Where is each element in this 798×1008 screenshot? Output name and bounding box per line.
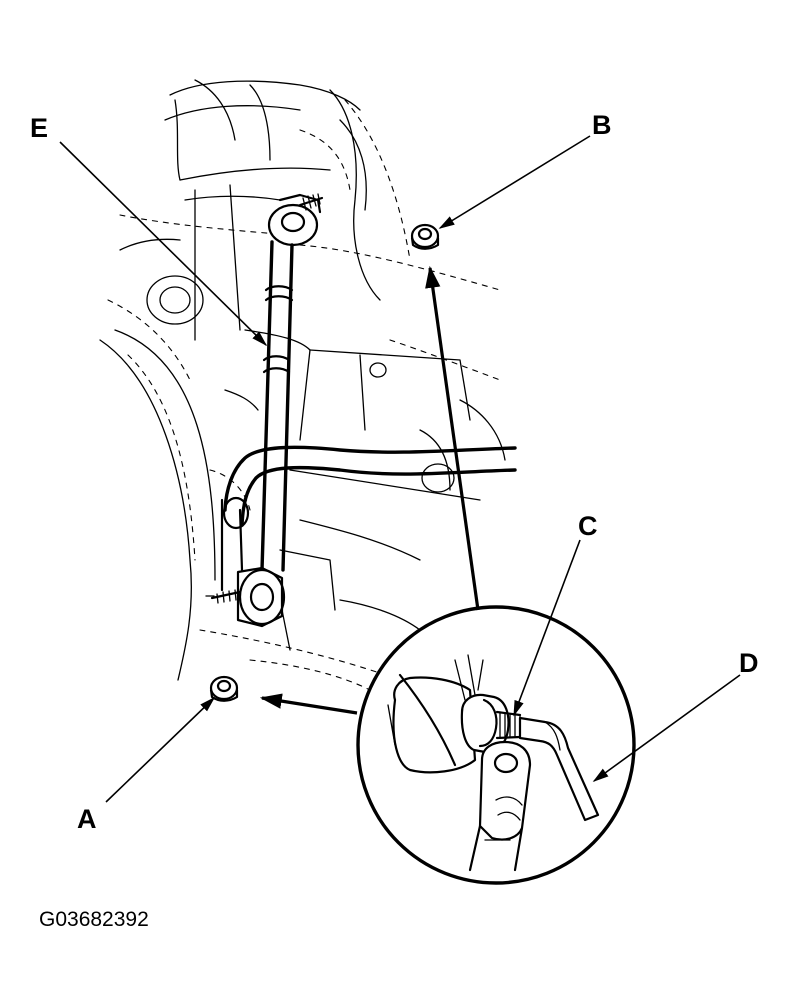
suspension-background [99,79,506,691]
callout-b: B [592,110,612,140]
callout-e: E [30,113,48,143]
callout-d: D [739,648,759,678]
stabilizer-link [205,193,324,628]
callout-c: C [578,511,598,541]
leader-lines [59,135,741,803]
detail-view [356,605,636,885]
figure-id: G03682392 [39,908,149,931]
nut-b [410,223,440,250]
callout-a: A [77,804,97,834]
nut-a [209,675,239,702]
stabilizer-bar [223,445,517,527]
installation-arrows [259,265,480,715]
